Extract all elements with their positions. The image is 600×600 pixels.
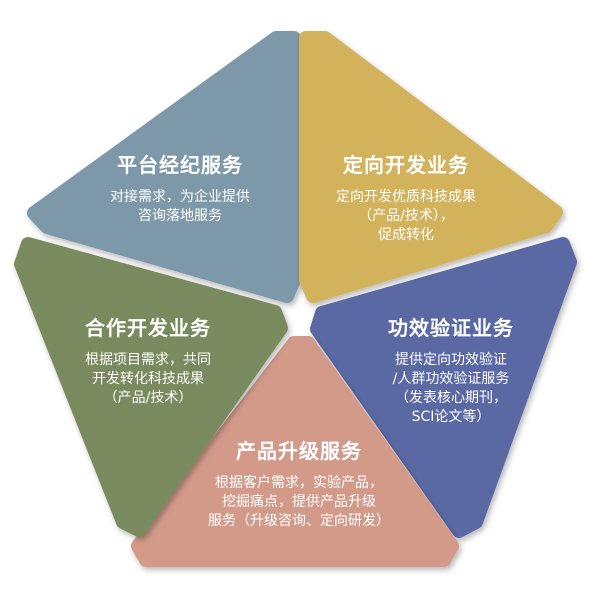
segment-description-line: 对接需求，为企业提供 <box>110 189 250 205</box>
segment-description-line: 根据项目需求，共同 <box>85 352 211 368</box>
segment-description-line: /人群功效验证服务 <box>392 371 510 387</box>
segment-product-upgrade-shape <box>131 336 459 567</box>
segment-description-line: 服务（升级咨询、定向研发） <box>208 513 390 529</box>
segment-efficacy-verification-shape <box>310 237 577 538</box>
segment-directed-development-shape <box>299 31 563 303</box>
segment-efficacy-verification: 功效验证业务 提供定向功效验证 /人群功效验证服务 （发表核心期刊， SCI论文… <box>388 315 514 427</box>
segment-description-line: 根据客户需求，实验产品， <box>215 475 383 491</box>
segment-description-line: （产品/技术） <box>103 390 193 406</box>
segment-product-upgrade: 产品升级服务 根据客户需求，实验产品， 挖掘痛点，提供产品升级 服务（升级咨询、… <box>208 438 390 531</box>
segment-description-line: （发表核心期刊， <box>395 390 507 406</box>
segment-title: 平台经纪服务 <box>117 153 243 177</box>
segment-description-line: 促成转化 <box>378 227 434 243</box>
segment-cooperative-development: 合作开发业务 根据项目需求，共同 开发转化科技成果 （产品/技术） <box>85 315 211 408</box>
segment-title: 产品升级服务 <box>236 439 362 463</box>
segment-description-line: 定向开发优质科技成果 <box>336 189 476 205</box>
segment-description-line: 咨询落地服务 <box>138 208 222 224</box>
segment-description-line: SCI论文等） <box>411 409 491 425</box>
segment-platform-brokerage: 平台经纪服务 对接需求，为企业提供 咨询落地服务 <box>110 152 250 226</box>
segment-title: 合作开发业务 <box>85 316 211 340</box>
segment-title: 功效验证业务 <box>388 316 514 340</box>
segment-description-line: 开发转化科技成果 <box>92 371 204 387</box>
segment-directed-development: 定向开发业务 定向开发优质科技成果 （产品/技术）， 促成转化 <box>336 152 476 245</box>
segment-platform-brokerage-shape <box>27 31 301 303</box>
segment-title: 定向开发业务 <box>343 153 469 177</box>
segment-description-line: （产品/技术）， <box>358 208 454 224</box>
segment-description-line: 提供定向功效验证 <box>395 352 507 368</box>
segment-description-line: 挖掘痛点，提供产品升级 <box>222 494 376 510</box>
segment-cooperative-development-shape <box>14 237 288 537</box>
